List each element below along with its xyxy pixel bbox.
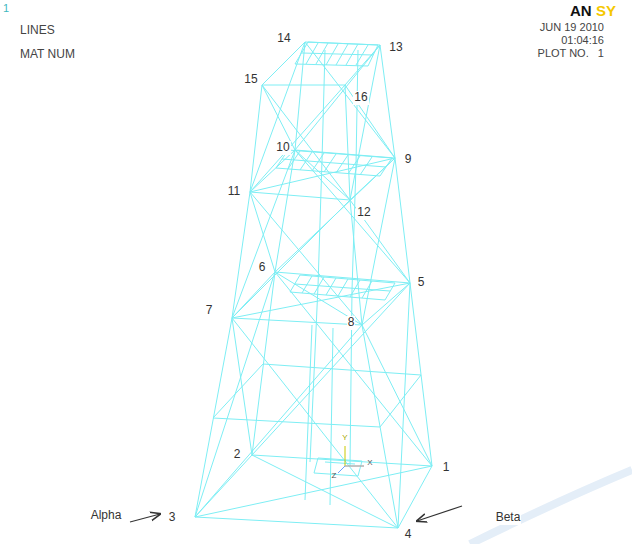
keypoint-number: 10 [275,141,290,154]
watermark-arc [470,470,632,544]
axis-label: Y [341,434,348,443]
keypoint-number: 1 [442,461,451,474]
keypoint-number: 7 [205,304,214,317]
structure-lines [195,42,432,528]
keypoint-number: 13 [388,41,403,54]
plot-option: MAT NUM [20,48,75,61]
keypoint-number: 5 [417,276,426,289]
keypoint-number: 16 [353,91,368,104]
plot-type: LINES [20,24,55,37]
keypoint-number: 3 [168,511,177,524]
alpha-arrow [130,514,160,522]
plot-time: 01:04:16 [561,34,604,46]
keypoint-number: 8 [347,316,356,329]
direction-label: Alpha [90,509,123,522]
logo-text: SY [596,3,616,20]
axis-label: X [366,459,373,468]
axis-triad [338,446,364,473]
beta-arrow [417,506,462,521]
axis-label: Z [331,472,338,481]
keypoint-number: 11 [227,185,241,198]
plot-number: PLOT NO. 1 [538,47,604,59]
keypoint-number: 4 [404,528,413,541]
plot-date: JUN 19 2010 [540,21,604,33]
keypoint-number: 15 [243,73,258,86]
keypoint-number: 14 [276,32,291,45]
window-number: 1 [3,2,9,14]
keypoint-number: 9 [404,153,413,166]
logo-text: AN [570,3,592,20]
keypoint-number: 6 [258,261,267,274]
keypoint-number: 12 [356,206,371,219]
keypoint-number: 2 [233,448,242,461]
direction-label: Beta [495,511,522,524]
